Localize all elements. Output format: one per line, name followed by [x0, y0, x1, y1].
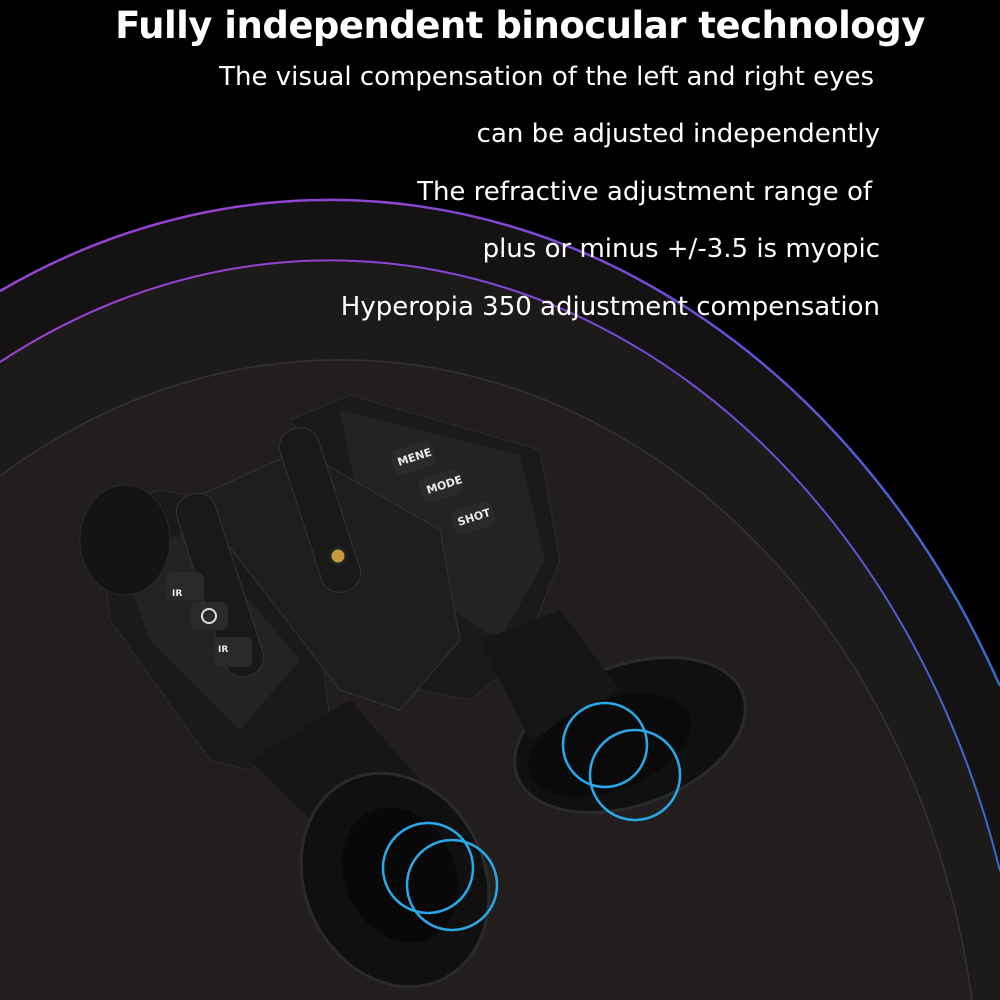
description-line-2: can be adjusted independently: [476, 119, 880, 149]
ir-down-button-label: IR: [218, 645, 228, 655]
description-line-1: The visual compensation of the left and …: [219, 62, 874, 92]
description-line-4: plus or minus +/-3.5 is myopic: [482, 234, 880, 264]
arc-line-inner: [0, 259, 1000, 872]
power-icon: [201, 608, 217, 624]
binocular-device: [79, 394, 747, 989]
description-line-3: The refractive adjustment range of: [417, 177, 872, 207]
arc-line-third: [0, 359, 973, 1000]
eye-ring-icons: [381, 701, 682, 932]
headline: Fully independent binocular technology: [115, 4, 925, 47]
ir-up-button-label: IR: [172, 589, 182, 599]
description-line-5: Hyperopia 350 adjustment compensation: [340, 292, 880, 322]
arc-line-outer: [0, 198, 1000, 687]
